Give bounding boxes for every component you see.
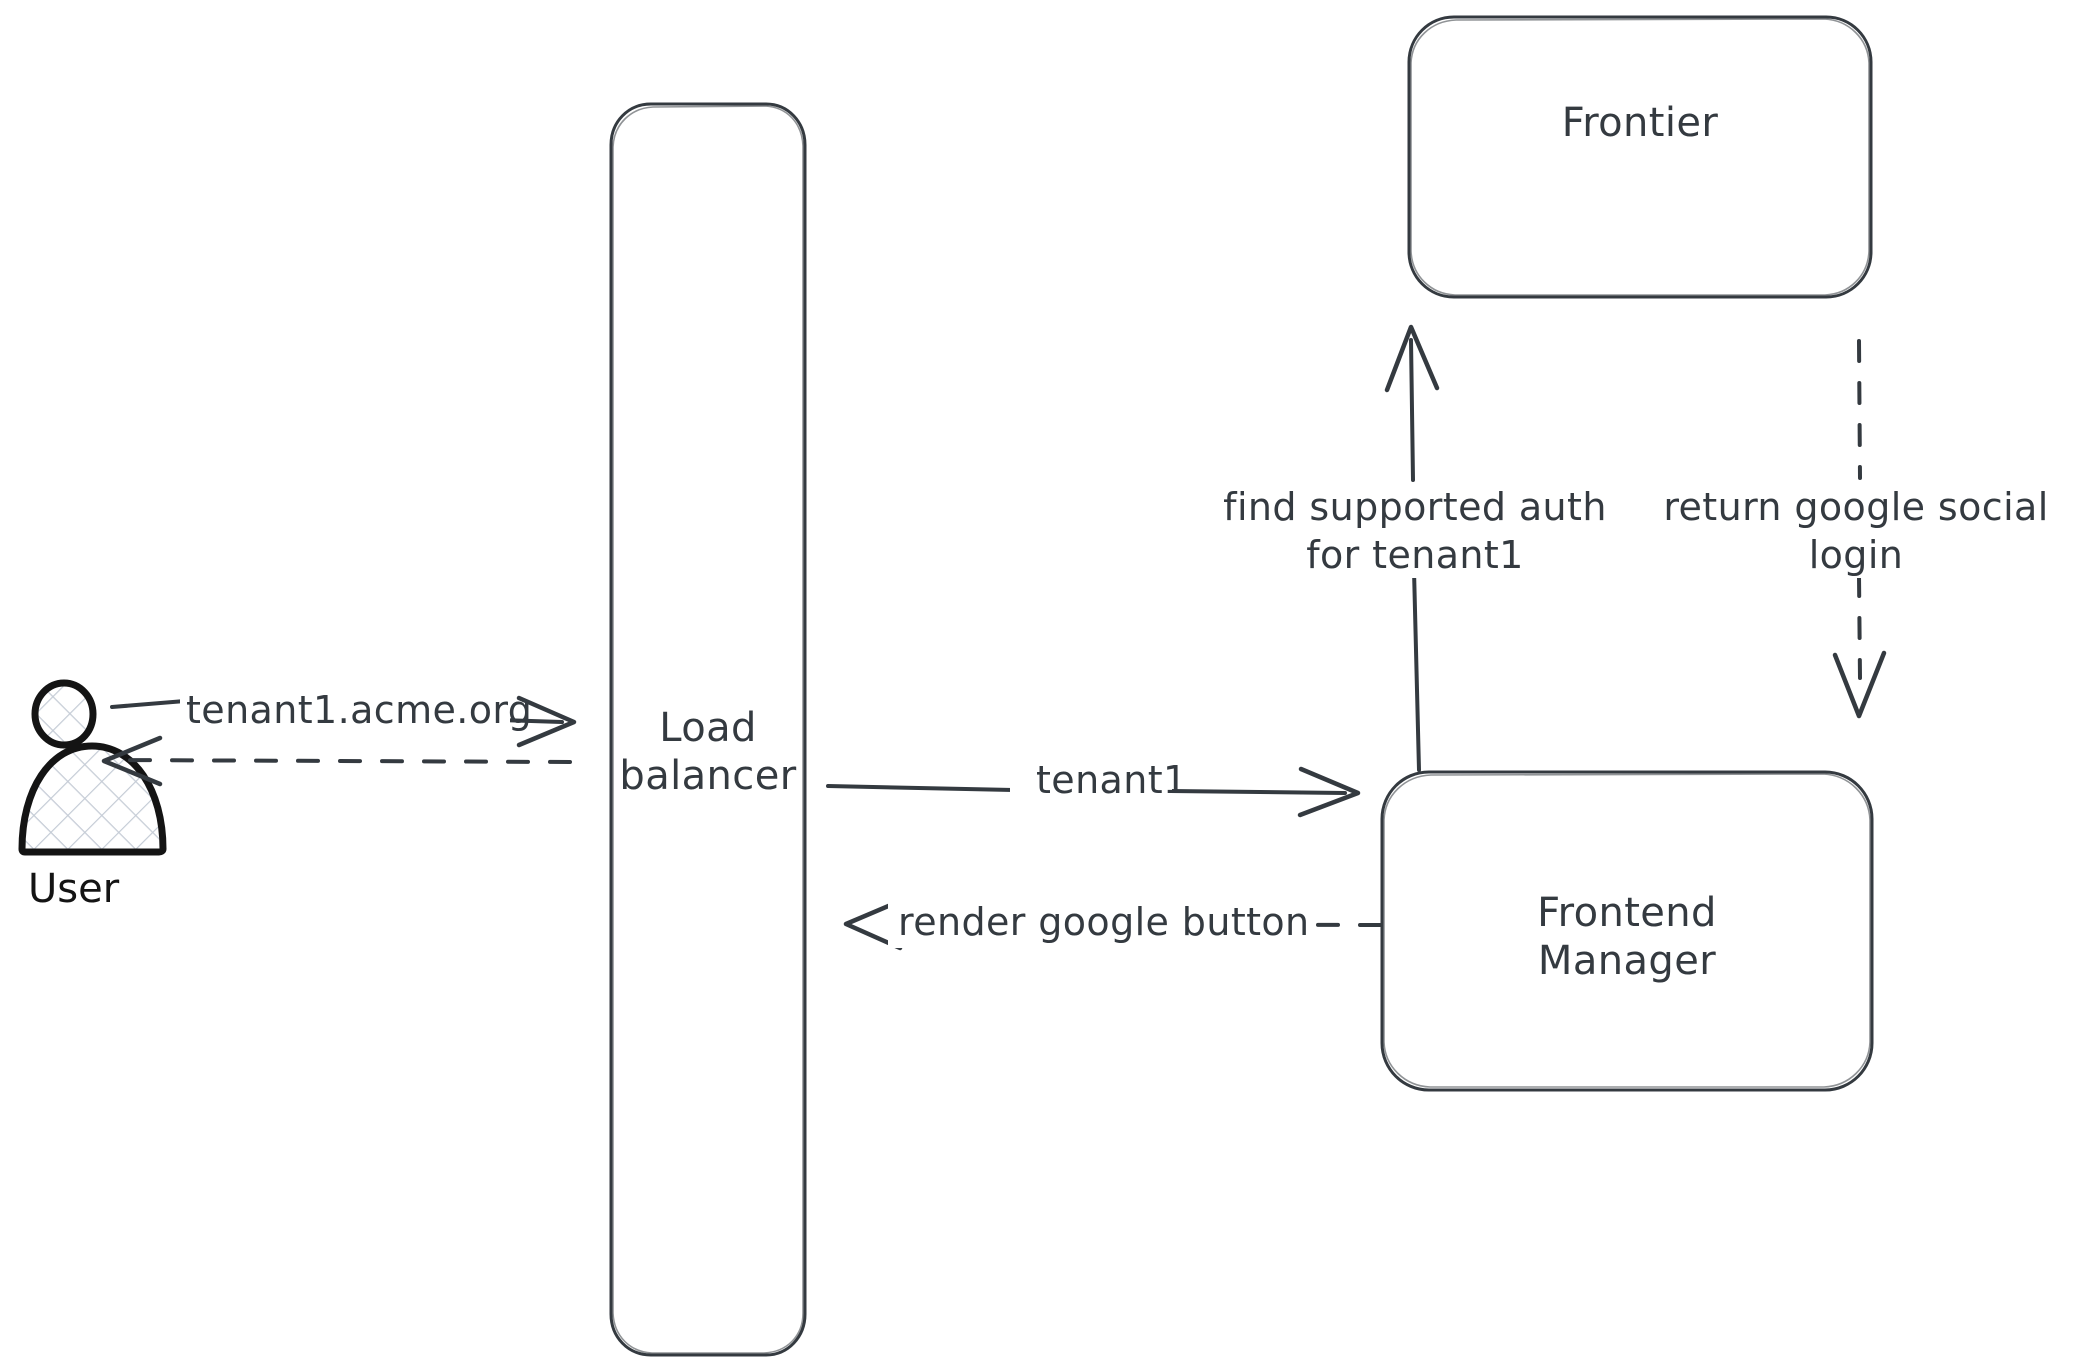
- load-balancer-label-line1: Load: [659, 705, 757, 751]
- edge-user-to-lb-arrowhead: [516, 695, 577, 748]
- frontend-manager-label-line2: Manager: [1538, 938, 1716, 984]
- frontier-sketch-stroke: [1410, 18, 1870, 296]
- edge-user-to-lb-label-bg: [180, 690, 510, 736]
- frontier-shape: [1407, 15, 1873, 299]
- frontend-manager-shape: [1380, 770, 1874, 1092]
- edge-frontier-to-fm-label-line1: return google social: [1663, 485, 2048, 529]
- edge-fm-to-frontier-line-upper: [1409, 338, 1415, 482]
- edge-frontier-to-fm-label-line2: login: [1809, 533, 1904, 577]
- edge-user-to-lb-label: tenant1.acme.org: [186, 688, 532, 732]
- edge-fm-to-frontier-arrowhead: [1384, 324, 1440, 393]
- edge-lb-to-fm-label-bg: [1010, 760, 1172, 806]
- edge-fm-to-frontier-line-lower: [1412, 568, 1421, 772]
- edge-frontier-to-fm-arrowhead: [1832, 650, 1887, 719]
- edge-user-to-lb[interactable]: tenant1.acme.org: [110, 688, 577, 748]
- edge-fm-to-frontier-label-bg: [1205, 482, 1625, 578]
- edge-lb-to-fm-arrowhead: [1297, 766, 1361, 818]
- edge-lb-to-fm-label: tenant1: [1036, 758, 1188, 802]
- user-label: User: [28, 866, 120, 912]
- edge-frontier-to-fm-line-upper: [1857, 339, 1862, 480]
- edge-fm-to-lb-arrowhead: [843, 898, 903, 951]
- load-balancer-shape: [609, 102, 807, 1357]
- edge-lb-to-fm[interactable]: tenant1: [826, 758, 1361, 818]
- frontend-manager-label-line1: Frontend: [1537, 890, 1717, 936]
- edge-frontier-to-fm[interactable]: return google social login: [1655, 339, 2055, 719]
- edge-lb-to-user-line: [112, 758, 572, 764]
- edge-fm-to-frontier-label-line2: for tenant1: [1306, 533, 1524, 577]
- node-frontend-manager[interactable]: Frontend Manager: [1380, 770, 1874, 1092]
- load-balancer-label-line2: balancer: [619, 753, 796, 799]
- edge-lb-to-fm-line-right: [1168, 789, 1347, 795]
- load-balancer-sketch-stroke: [612, 105, 804, 1354]
- edge-fm-to-frontier[interactable]: find supported auth for tenant1: [1205, 324, 1625, 772]
- edge-lb-to-fm-line-left: [826, 784, 1015, 792]
- edge-user-to-lb-line-right: [498, 718, 564, 724]
- user-head-icon: [31, 679, 97, 749]
- edge-fm-to-frontier-label-line1: find supported auth: [1223, 485, 1607, 529]
- edge-frontier-to-fm-label-bg: [1655, 482, 2055, 578]
- edge-fm-to-lb-label-bg: [888, 896, 1316, 948]
- edge-fm-to-lb[interactable]: render google button: [843, 896, 1382, 951]
- frontend-manager-sketch-stroke: [1383, 773, 1871, 1088]
- edge-lb-to-user-arrowhead: [101, 735, 163, 787]
- edge-user-to-lb-line-left: [110, 699, 187, 709]
- frontier-label: Frontier: [1562, 100, 1719, 146]
- node-user[interactable]: User: [18, 679, 167, 912]
- node-frontier[interactable]: Frontier: [1407, 15, 1873, 299]
- edge-frontier-to-fm-line-lower: [1857, 574, 1862, 680]
- node-load-balancer[interactable]: Load balancer: [609, 102, 807, 1357]
- edge-lb-to-user[interactable]: [101, 735, 572, 787]
- edge-fm-to-lb-label: render google button: [898, 900, 1310, 944]
